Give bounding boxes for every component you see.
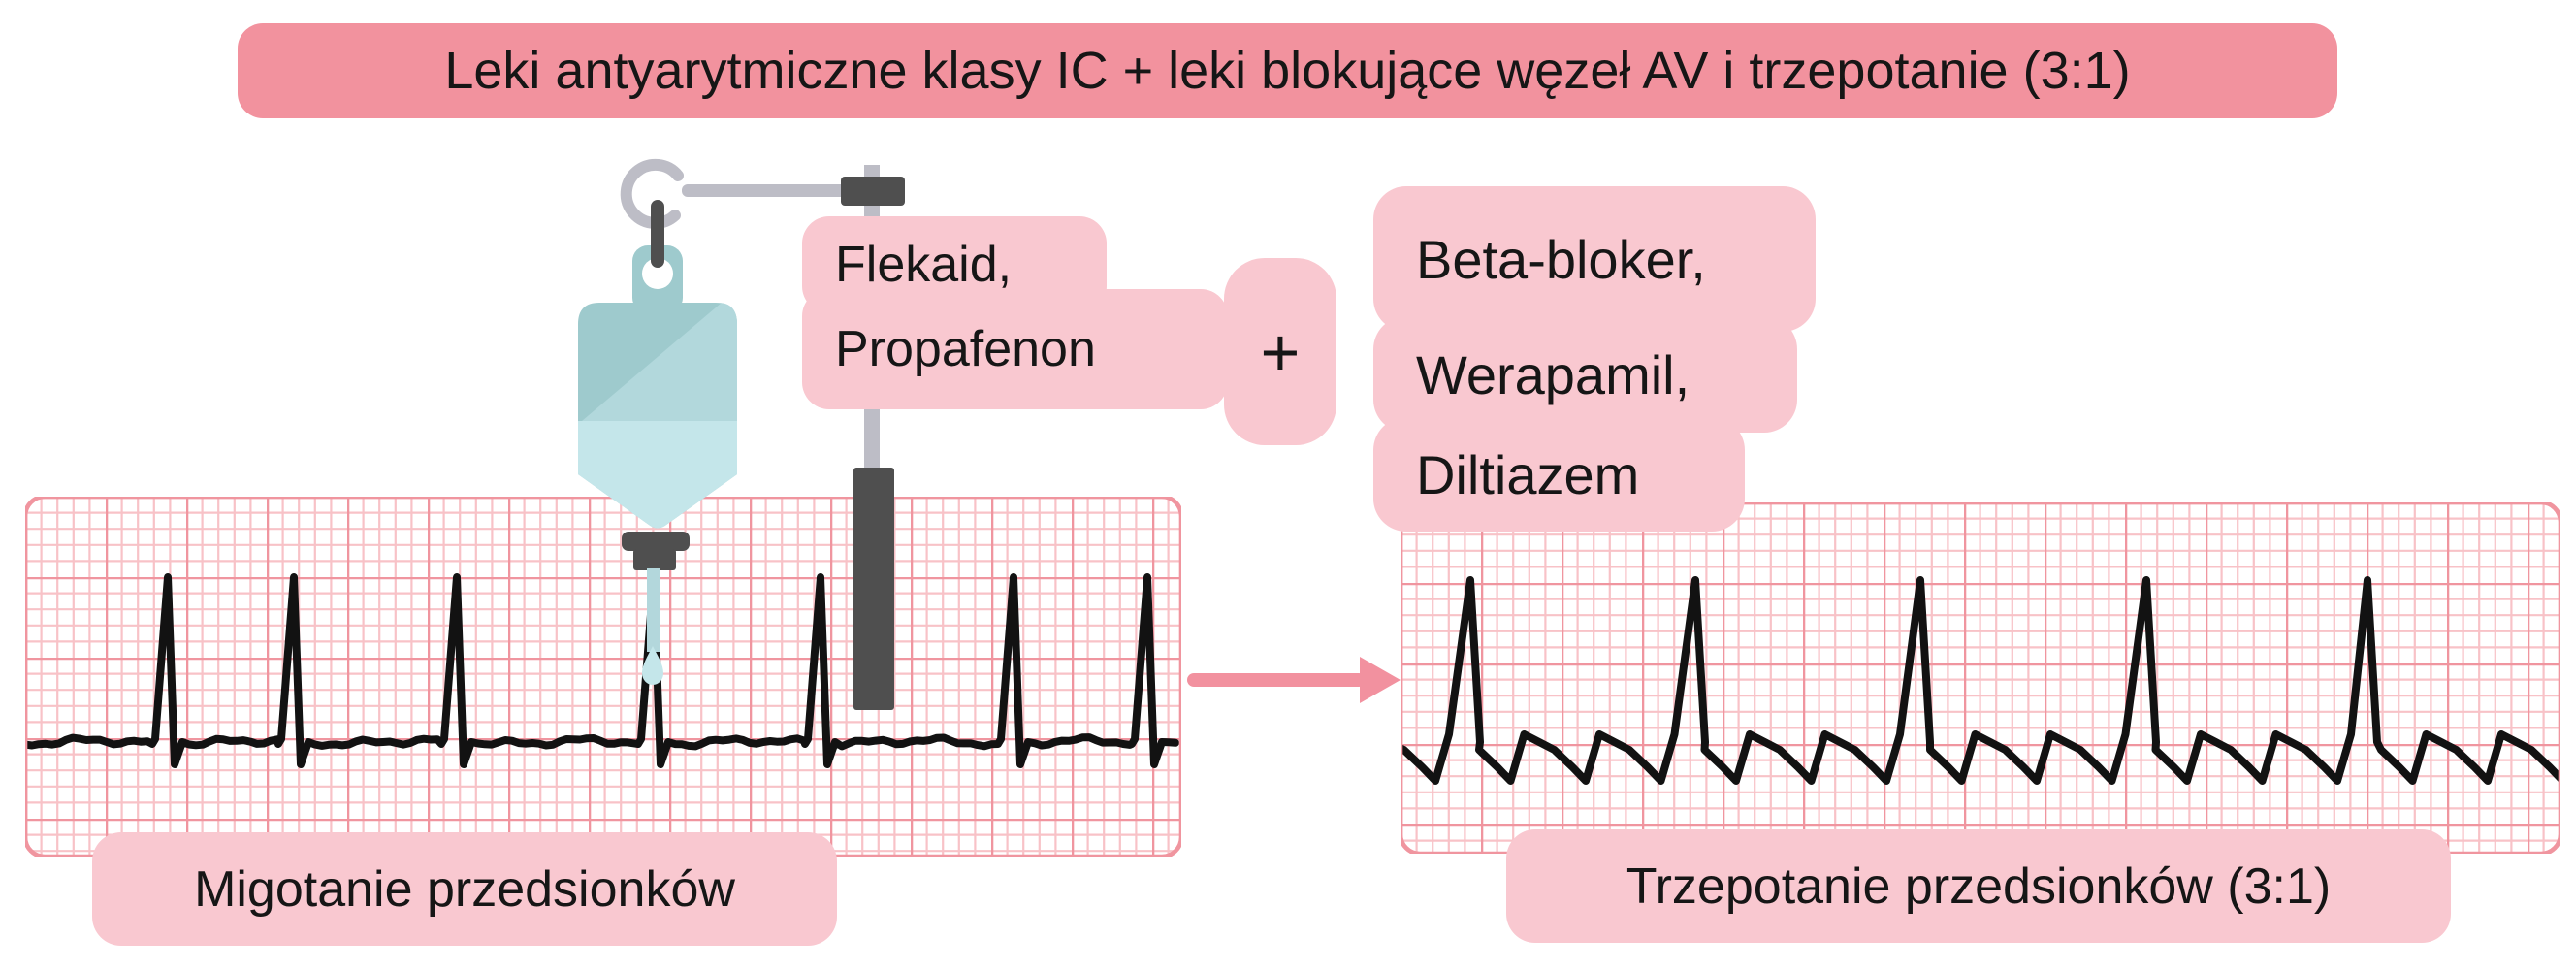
iv-pole-arm — [682, 184, 875, 197]
av-blocker-label-line3: Diltiazem — [1373, 417, 1745, 532]
iv-bag-tab — [632, 245, 683, 313]
iv-bag-tab-hole — [642, 258, 673, 289]
right-arrow-icon — [1187, 657, 1401, 703]
av-blocker-text-1: Beta-bloker, — [1416, 228, 1706, 290]
left-ecg-caption-text: Migotanie przedsionków — [194, 860, 735, 918]
ecg-grid-left — [25, 497, 1181, 857]
right-ecg-caption: Trzepotanie przedsionków (3:1) — [1506, 829, 2451, 943]
left-ecg-caption: Migotanie przedsionków — [92, 832, 837, 946]
iv-bag — [578, 303, 737, 529]
ecg-trace-afib — [25, 573, 1179, 768]
iv-drug-label-line2: Propafenon — [802, 289, 1228, 409]
iv-drug-text-2: Propafenon — [835, 321, 1096, 377]
iv-hook-icon — [620, 158, 684, 229]
title-text: Leki antyarytmiczne klasy IC + leki blok… — [444, 42, 2131, 100]
iv-pole-top-stub — [864, 165, 880, 178]
right-ecg-caption-text: Trzepotanie przedsionków (3:1) — [1626, 857, 2332, 915]
ecg-grid-right — [1401, 502, 2560, 854]
iv-hanging-pin — [651, 200, 664, 268]
left-ecg-panel — [25, 497, 1181, 857]
plus-badge: + — [1224, 258, 1336, 445]
iv-bag-highlight — [582, 303, 737, 421]
ecg-trace-flutter — [1401, 576, 2560, 785]
plus-text: + — [1260, 313, 1301, 390]
av-blocker-text-2: Werapamil, — [1416, 343, 1690, 405]
av-blocker-text-3: Diltiazem — [1416, 443, 1640, 505]
right-ecg-panel — [1401, 502, 2560, 854]
title-banner: Leki antyarytmiczne klasy IC + leki blok… — [238, 23, 2337, 118]
av-blocker-label-line1: Beta-bloker, — [1373, 186, 1816, 332]
iv-drug-text-1: Flekaid, — [835, 237, 1013, 293]
av-blocker-label-line2: Werapamil, — [1373, 316, 1797, 433]
iv-pole-clamp — [841, 177, 905, 206]
